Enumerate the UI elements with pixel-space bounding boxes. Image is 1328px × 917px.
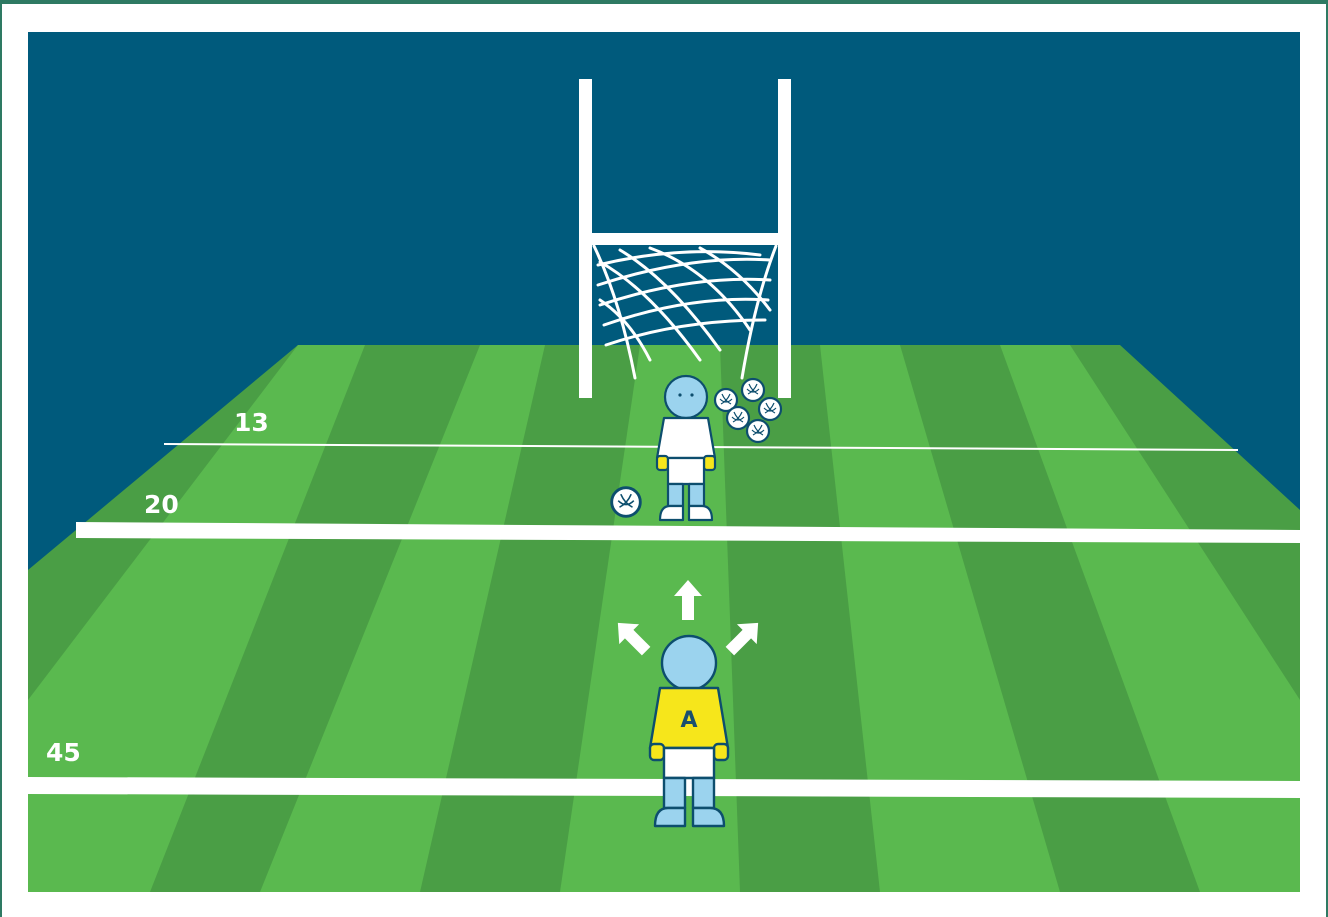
frame-border-left xyxy=(0,0,2,917)
frame-border-top xyxy=(0,0,1328,4)
line-13-label: 13 xyxy=(234,408,269,437)
ball xyxy=(727,407,749,429)
ball xyxy=(759,398,781,420)
attacker-letter: A xyxy=(680,708,697,733)
line-45-label: 45 xyxy=(46,738,81,767)
ball xyxy=(747,420,769,442)
line-20-label: 20 xyxy=(144,490,179,519)
ball xyxy=(742,379,764,401)
crossbar xyxy=(579,233,791,245)
ball xyxy=(612,488,641,517)
